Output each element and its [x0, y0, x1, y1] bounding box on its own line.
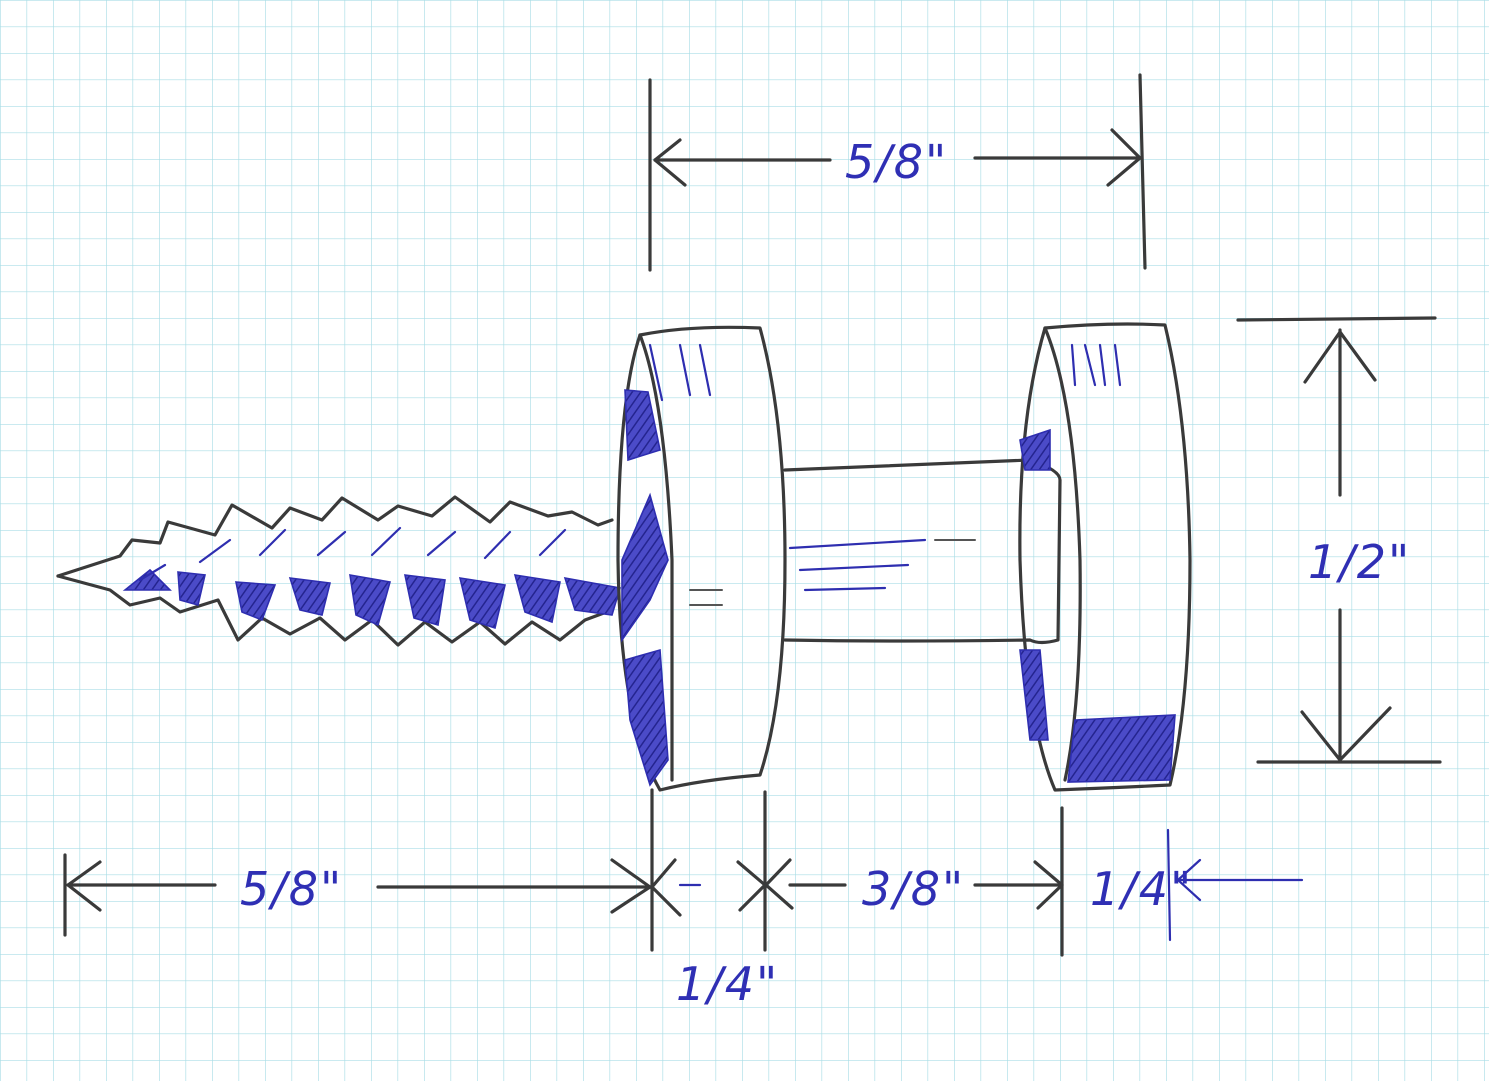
top-width-label: 5/8"	[845, 135, 948, 189]
left-knob-head	[616, 325, 787, 792]
knob-thickness-label: 1/4"	[1090, 862, 1193, 916]
dimension-lines	[63, 73, 1442, 957]
shaft	[783, 458, 1062, 645]
screw	[56, 495, 622, 647]
head-thickness-label: 1/4"	[676, 957, 779, 1011]
height-label: 1/2"	[1308, 535, 1411, 589]
right-knob	[1018, 322, 1192, 792]
shaft-length-label: 3/8"	[862, 862, 965, 916]
screw-length-label: 5/8"	[240, 862, 343, 916]
